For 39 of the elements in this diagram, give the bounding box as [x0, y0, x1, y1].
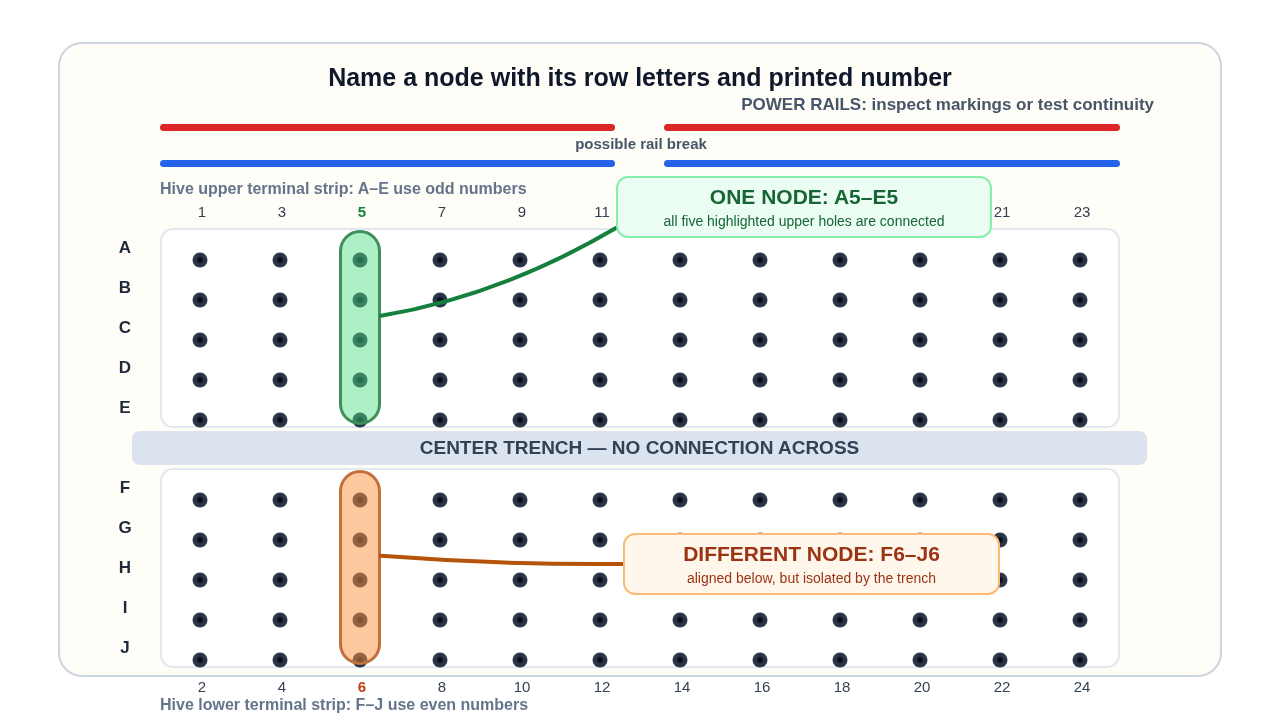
- rail-note: POWER RAILS: inspect markings or test continuity: [741, 95, 1154, 115]
- strip-heading: Hive upper terminal strip: A–E use odd numbers: [160, 179, 527, 199]
- column-number: 14: [673, 678, 691, 696]
- center-trench-band: CENTER TRENCH — NO CONNECTION ACROSS: [132, 431, 1147, 465]
- column-number: 12: [593, 678, 611, 696]
- row-letter: J: [120, 638, 130, 658]
- row-letter: I: [122, 598, 128, 618]
- column-number: 11: [594, 203, 610, 221]
- callout-title: ONE NODE: A5–E5: [709, 185, 899, 210]
- column-number: 20: [913, 678, 931, 696]
- callout-text: all five highlighted upper holes are connected: [663, 212, 945, 229]
- column-number: 24: [1073, 678, 1091, 696]
- column-number: 8: [437, 678, 447, 696]
- column-number: 16: [753, 678, 771, 696]
- column-number: 23: [1073, 203, 1091, 221]
- diagram-title: Name a node with its row letters and printed number: [328, 62, 952, 92]
- row-letter: C: [118, 318, 132, 338]
- row-letter: F: [119, 478, 131, 498]
- column-number: 10: [513, 678, 531, 696]
- column-number: 9: [517, 203, 527, 221]
- column-number: 22: [993, 678, 1011, 696]
- row-letter: H: [118, 558, 132, 578]
- column-number: 5: [357, 203, 367, 221]
- column-number: 3: [277, 203, 287, 221]
- column-number: 18: [833, 678, 851, 696]
- row-letter: B: [118, 278, 132, 298]
- column-number: 6: [357, 678, 367, 696]
- strip-heading: Hive lower terminal strip: F–J use even numbers: [160, 695, 529, 715]
- column-number: 21: [993, 203, 1011, 221]
- column-number: 4: [277, 678, 287, 696]
- row-letter: E: [119, 398, 131, 418]
- column-number: 1: [197, 203, 207, 221]
- column-number: 7: [437, 203, 447, 221]
- row-letter: D: [118, 358, 132, 378]
- row-letter: G: [118, 518, 132, 538]
- row-letter: A: [118, 238, 132, 258]
- callout-box: [616, 176, 992, 238]
- rail-break-note: possible rail break: [575, 135, 707, 153]
- column-number: 2: [197, 678, 207, 696]
